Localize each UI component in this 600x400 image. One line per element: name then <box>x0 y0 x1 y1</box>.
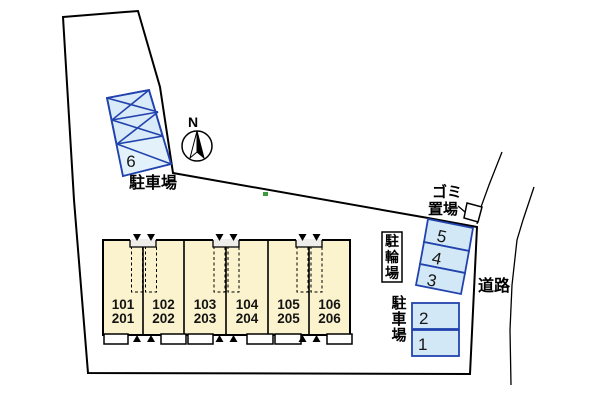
building: 101 201 102 202 103 203 104 204 105 205 … <box>102 234 353 345</box>
parking-space-number: 5 <box>435 226 448 247</box>
parking-space-1-area <box>411 329 460 357</box>
parking-space-number: 2 <box>419 309 428 328</box>
garbage-label-line2: 置場 <box>428 201 458 218</box>
top-parking-outline-stroke <box>105 88 173 178</box>
unit-102-202: 102 202 <box>152 297 175 326</box>
balcony <box>326 333 353 345</box>
arrow-up-icon <box>298 335 307 342</box>
balcony <box>187 333 214 345</box>
entry-strip <box>213 246 226 293</box>
parking-space-1: 1 <box>411 329 460 357</box>
unit-105-205: 105 205 <box>277 297 300 326</box>
top-parking-block: 6 駐車場 <box>105 88 177 192</box>
top-parking-space-6-cell <box>117 136 171 176</box>
right-parking-spaces: 5 4 3 2 1 <box>411 217 475 357</box>
site-boundary <box>61 9 479 376</box>
road-label: 道路 <box>478 276 511 295</box>
parking-space-2-area <box>411 302 460 330</box>
compass-needle-east <box>196 130 205 160</box>
unit-number-2f: 201 <box>112 311 135 326</box>
garbage-label-line1: ゴミ <box>432 183 462 201</box>
arrow-up-icon <box>133 335 141 342</box>
unit-106-206: 106 206 <box>318 297 341 326</box>
parking-space-3: 3 <box>414 262 467 296</box>
garbage-area: ゴミ 置場 <box>428 183 483 223</box>
arrow-up-icon <box>215 335 224 342</box>
notch-fill <box>130 239 156 247</box>
road-right-edge <box>509 186 535 386</box>
balcony <box>246 333 274 345</box>
bicycle-parking-label: 駐輪場 <box>385 233 400 281</box>
top-parking-cross-line <box>111 89 150 121</box>
top-parking-divider-1 <box>111 111 159 121</box>
unit-number-2f: 204 <box>236 311 259 326</box>
bicycle-parking-box <box>381 231 403 283</box>
unit-103-203: 103 203 <box>194 297 217 326</box>
entry-strip <box>131 246 143 293</box>
balcony <box>103 333 129 345</box>
arrow-down-icon <box>298 234 307 241</box>
notch-outline <box>295 240 323 248</box>
unit-number-1f: 102 <box>152 297 175 312</box>
arrow-down-icon <box>215 234 224 241</box>
notch-fill <box>213 239 239 247</box>
arrow-down-icon <box>312 234 321 241</box>
arrow-up-icon <box>312 335 321 342</box>
parking-space-number: 1 <box>418 335 427 354</box>
garbage-box <box>463 202 483 223</box>
top-parking-divider-2 <box>116 135 164 145</box>
top-parking-cross-line <box>106 97 159 113</box>
parking-space-2: 2 <box>411 302 460 330</box>
balconies <box>103 333 353 345</box>
unit-number-1f: 104 <box>236 297 259 312</box>
unit-labels: 101 201 102 202 103 203 104 204 105 205 … <box>112 297 342 326</box>
unit-number-2f: 202 <box>152 311 175 326</box>
unit-number-2f: 205 <box>277 311 300 326</box>
unit-104-204: 104 204 <box>236 297 259 326</box>
entry-strip <box>227 246 240 293</box>
notch-outline <box>212 240 240 248</box>
parking-space-number: 3 <box>425 270 438 291</box>
unit-number-2f: 203 <box>194 311 217 326</box>
unit-101-201: 101 201 <box>112 297 135 326</box>
north-compass: N <box>181 114 213 162</box>
top-parking-space-number: 6 <box>126 152 135 171</box>
road: 道路 <box>476 151 535 386</box>
entry-strips <box>131 246 323 293</box>
entry-strip <box>145 246 157 293</box>
arrow-up-icon <box>147 335 155 342</box>
entrance-arrows-bottom <box>133 335 321 342</box>
parking-space-3-area <box>414 262 467 296</box>
unit-number-1f: 106 <box>318 297 341 312</box>
unit-number-2f: 206 <box>318 311 341 326</box>
entry-strip <box>310 246 323 293</box>
balcony <box>274 333 302 345</box>
notch-fill <box>296 239 322 247</box>
arrow-down-icon <box>229 234 238 241</box>
top-parking-cross-line <box>116 111 159 145</box>
boundary-marker <box>263 192 268 196</box>
balcony <box>160 333 187 345</box>
arrow-down-icon <box>147 234 155 241</box>
unit-number-1f: 101 <box>112 297 135 312</box>
top-parking-label: 駐車場 <box>129 173 177 192</box>
parking-space-number: 4 <box>430 248 443 269</box>
entrance-arrows-top <box>133 234 321 241</box>
entry-strip <box>296 246 309 293</box>
bicycle-parking: 駐輪場 <box>381 231 403 283</box>
top-parking-cross-line <box>116 143 172 165</box>
arrow-down-icon <box>133 234 141 241</box>
arrow-up-icon <box>229 335 238 342</box>
unit-number-1f: 105 <box>277 297 300 312</box>
garbage-leader-line <box>457 205 466 213</box>
north-label: N <box>188 114 198 130</box>
right-parking-label: 駐車場 <box>391 294 406 344</box>
unit-number-1f: 103 <box>194 297 217 312</box>
